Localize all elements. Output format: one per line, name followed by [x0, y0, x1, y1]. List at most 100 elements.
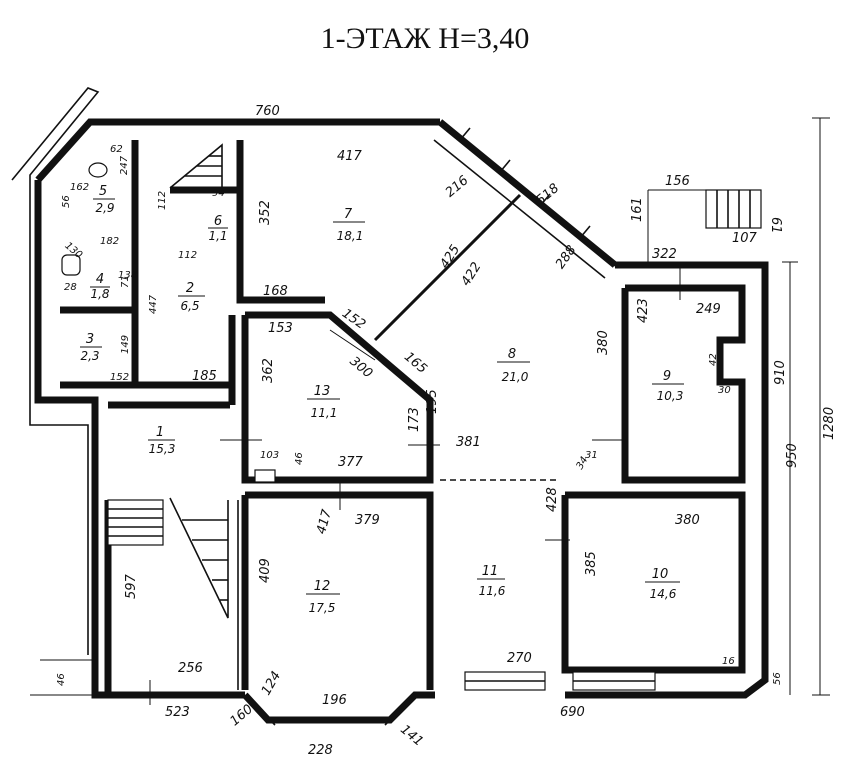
- dim-label: 249: [696, 302, 721, 317]
- dim-label: 62: [110, 144, 123, 155]
- dim-label: 447: [148, 294, 159, 314]
- dim-label: 56: [61, 195, 72, 208]
- dim-label: 107: [732, 231, 758, 246]
- dim-label: 597: [124, 573, 139, 599]
- dim-label: 247: [119, 155, 130, 175]
- dim-label: 428: [545, 487, 560, 512]
- dim-label: 417: [314, 507, 335, 536]
- svg-text:6,5: 6,5: [180, 299, 199, 313]
- room-labels: 1 15,3 2 6,5 3 2,3 4 1,8 5 2,9 6 1,1: [80, 184, 684, 615]
- dim-label: 523: [165, 705, 190, 720]
- dim-label: 156: [665, 174, 690, 189]
- svg-text:11,1: 11,1: [311, 406, 338, 420]
- dim-label: 56: [772, 672, 783, 685]
- dim-label: 112: [178, 250, 197, 261]
- room-11: 11 11,6: [477, 564, 506, 598]
- dim-label: 16: [722, 656, 735, 667]
- dim-label: 153: [268, 321, 293, 336]
- dim-label: 385: [584, 551, 599, 576]
- dim-label: 31: [585, 450, 598, 461]
- svg-text:13: 13: [314, 384, 331, 399]
- dim-label: 161: [630, 197, 645, 222]
- dim-label: 173: [407, 407, 422, 432]
- room-1: 1 15,3: [148, 425, 175, 456]
- svg-text:15,3: 15,3: [149, 442, 176, 456]
- dim-label: 380: [596, 330, 611, 355]
- room-5: 5 2,9: [93, 184, 115, 215]
- room-4: 4 1,8: [90, 272, 110, 301]
- dim-label: 228: [308, 743, 333, 758]
- svg-text:7: 7: [344, 207, 353, 222]
- svg-text:10,3: 10,3: [657, 389, 684, 403]
- dim-label: 910: [773, 360, 788, 385]
- dim-label: 182: [100, 236, 119, 247]
- dim-label: 185: [192, 369, 217, 384]
- room-13: 13 11,1: [307, 384, 340, 420]
- dim-label: 141: [397, 722, 426, 749]
- dim-label: 152: [110, 372, 129, 383]
- dim-label: 379: [355, 513, 380, 528]
- dim-label: 256: [178, 661, 203, 676]
- dim-label: 690: [560, 705, 585, 720]
- dim-label: 216: [443, 173, 472, 200]
- svg-text:8: 8: [508, 347, 516, 362]
- svg-text:10: 10: [652, 567, 669, 582]
- svg-text:4: 4: [96, 272, 104, 287]
- svg-text:1: 1: [156, 425, 164, 440]
- dim-label: 46: [294, 452, 305, 465]
- svg-text:6: 6: [214, 214, 222, 229]
- dim-label: 195: [425, 389, 440, 414]
- plan-title: 1-ЭТАЖ H=3,40: [321, 22, 530, 55]
- room-2: 2 6,5: [178, 281, 205, 313]
- room-6: 6 1,1: [208, 214, 228, 243]
- dim-label: 94: [212, 188, 225, 199]
- dim-label: 380: [675, 513, 700, 528]
- svg-text:2,9: 2,9: [95, 201, 114, 215]
- windows: [254, 127, 656, 726]
- dim-label: 103: [260, 450, 279, 461]
- dim-label: 270: [507, 651, 532, 666]
- room-12: 12 17,5: [306, 579, 340, 615]
- dim-label: 61: [768, 217, 783, 234]
- dim-label: 362: [261, 358, 276, 383]
- dim-label: 288: [553, 243, 580, 272]
- dim-label: 950: [785, 443, 800, 468]
- dim-label: 1280: [822, 407, 837, 440]
- svg-text:18,1: 18,1: [337, 229, 364, 243]
- dim-label: 46: [56, 673, 67, 686]
- svg-text:11: 11: [482, 564, 499, 579]
- stairs: [107, 143, 762, 619]
- dim-label: 381: [456, 435, 481, 450]
- room-3: 3 2,3: [80, 332, 102, 363]
- svg-text:2,3: 2,3: [80, 349, 99, 363]
- dim-label: 42: [708, 353, 719, 366]
- svg-text:1,8: 1,8: [90, 287, 109, 301]
- svg-text:2: 2: [186, 281, 194, 296]
- room-9: 9 10,3: [652, 369, 684, 403]
- dim-label: 322: [652, 247, 677, 262]
- dim-label: 352: [258, 200, 273, 225]
- dim-label: 422: [459, 260, 485, 289]
- svg-text:11,6: 11,6: [479, 584, 506, 598]
- room-7: 7 18,1: [333, 207, 365, 243]
- dim-label: 28: [64, 282, 77, 293]
- dim-label: 112: [157, 191, 168, 210]
- room-8: 8 21,0: [497, 347, 530, 384]
- dim-label: 165: [401, 349, 430, 376]
- interior-walls: [60, 140, 746, 695]
- dim-label: 71: [120, 275, 131, 288]
- svg-text:14,6: 14,6: [650, 587, 677, 601]
- dim-label: 377: [338, 455, 364, 470]
- svg-text:3: 3: [86, 332, 94, 347]
- dim-label: 300: [347, 354, 376, 381]
- dimension-lines: [30, 117, 830, 705]
- dim-label: 423: [636, 298, 651, 323]
- dim-label: 409: [258, 558, 273, 583]
- dim-label: 168: [263, 284, 288, 299]
- svg-text:17,5: 17,5: [309, 601, 336, 615]
- svg-text:12: 12: [314, 579, 331, 594]
- dim-label: 196: [322, 693, 347, 708]
- svg-text:21,0: 21,0: [502, 370, 529, 384]
- dim-label: 124: [259, 669, 284, 698]
